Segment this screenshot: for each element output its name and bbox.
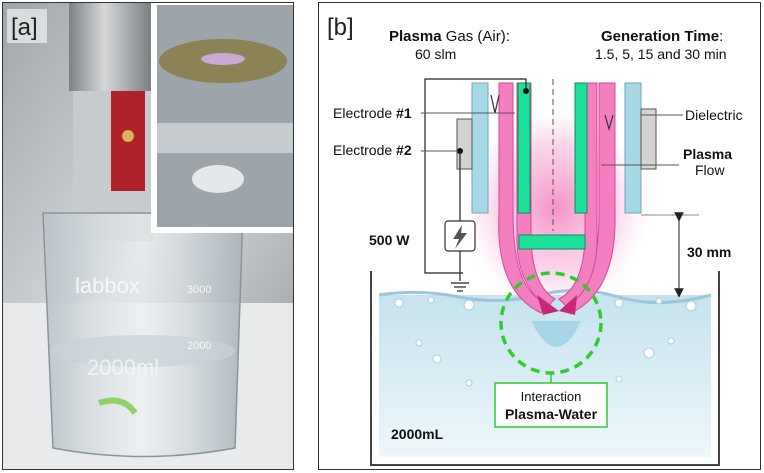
beaker-mark-2000: 2000 xyxy=(187,340,211,352)
panel-a-label: [a] xyxy=(11,14,38,41)
beaker-mark-3000: 3000 xyxy=(187,284,211,296)
photo-panel-a: labbox 3000 2000 2000ml [a] xyxy=(2,2,294,470)
wire-electrode1 xyxy=(424,78,527,274)
electrode-2-left xyxy=(456,118,473,170)
electrode-2-right xyxy=(640,108,657,170)
lightning-icon xyxy=(453,225,467,249)
beaker-volume: 2000ml xyxy=(87,355,159,380)
inset-photo xyxy=(157,5,293,227)
beaker-brand: labbox xyxy=(75,273,140,298)
plasma-flow-label-bold: Plasma xyxy=(683,146,732,162)
plasma-gas-label: Plasma Gas (Air): xyxy=(389,28,510,45)
plasma-arrowhead-right xyxy=(559,295,577,315)
electrode-1-right xyxy=(574,82,588,214)
generation-time-label: Generation Time: xyxy=(601,28,723,45)
plasma-arrowhead-left xyxy=(537,295,559,315)
dielectric-label: Dielectric xyxy=(685,107,743,123)
dielectric-left xyxy=(471,82,489,214)
power-label: 500 W xyxy=(369,232,410,248)
water-vortex xyxy=(531,321,581,347)
dielectric-right xyxy=(624,82,642,214)
water-bubbles xyxy=(394,296,697,387)
plasma-flow-label: Flow xyxy=(695,162,725,178)
schematic-panel-b: [b] xyxy=(318,2,761,470)
electrode-1-left xyxy=(517,82,531,214)
ground-icon xyxy=(451,282,469,292)
water-container xyxy=(370,271,720,466)
electrode-2-label: Electrode #2 xyxy=(333,142,412,158)
beaker-photo: labbox 3000 2000 2000ml [a] xyxy=(3,3,293,469)
plasma-glow xyxy=(464,118,648,318)
electrode-1-label: Electrode #1 xyxy=(333,105,412,121)
plasma-gas-flow: 60 slm xyxy=(415,46,456,62)
generation-time-values: 1.5, 5, 15 and 30 min xyxy=(595,46,727,62)
electrode-1-bottom xyxy=(518,234,586,250)
plasma-schematic: [b] xyxy=(327,14,743,466)
panel-b-label: [b] xyxy=(327,14,354,41)
volume-label: 2000mL xyxy=(391,426,444,442)
interaction-label: Interaction xyxy=(521,389,582,404)
plasma-water-label: Plasma-Water xyxy=(505,406,598,422)
distance-label: 30 mm xyxy=(687,244,731,260)
interaction-box xyxy=(494,382,608,428)
